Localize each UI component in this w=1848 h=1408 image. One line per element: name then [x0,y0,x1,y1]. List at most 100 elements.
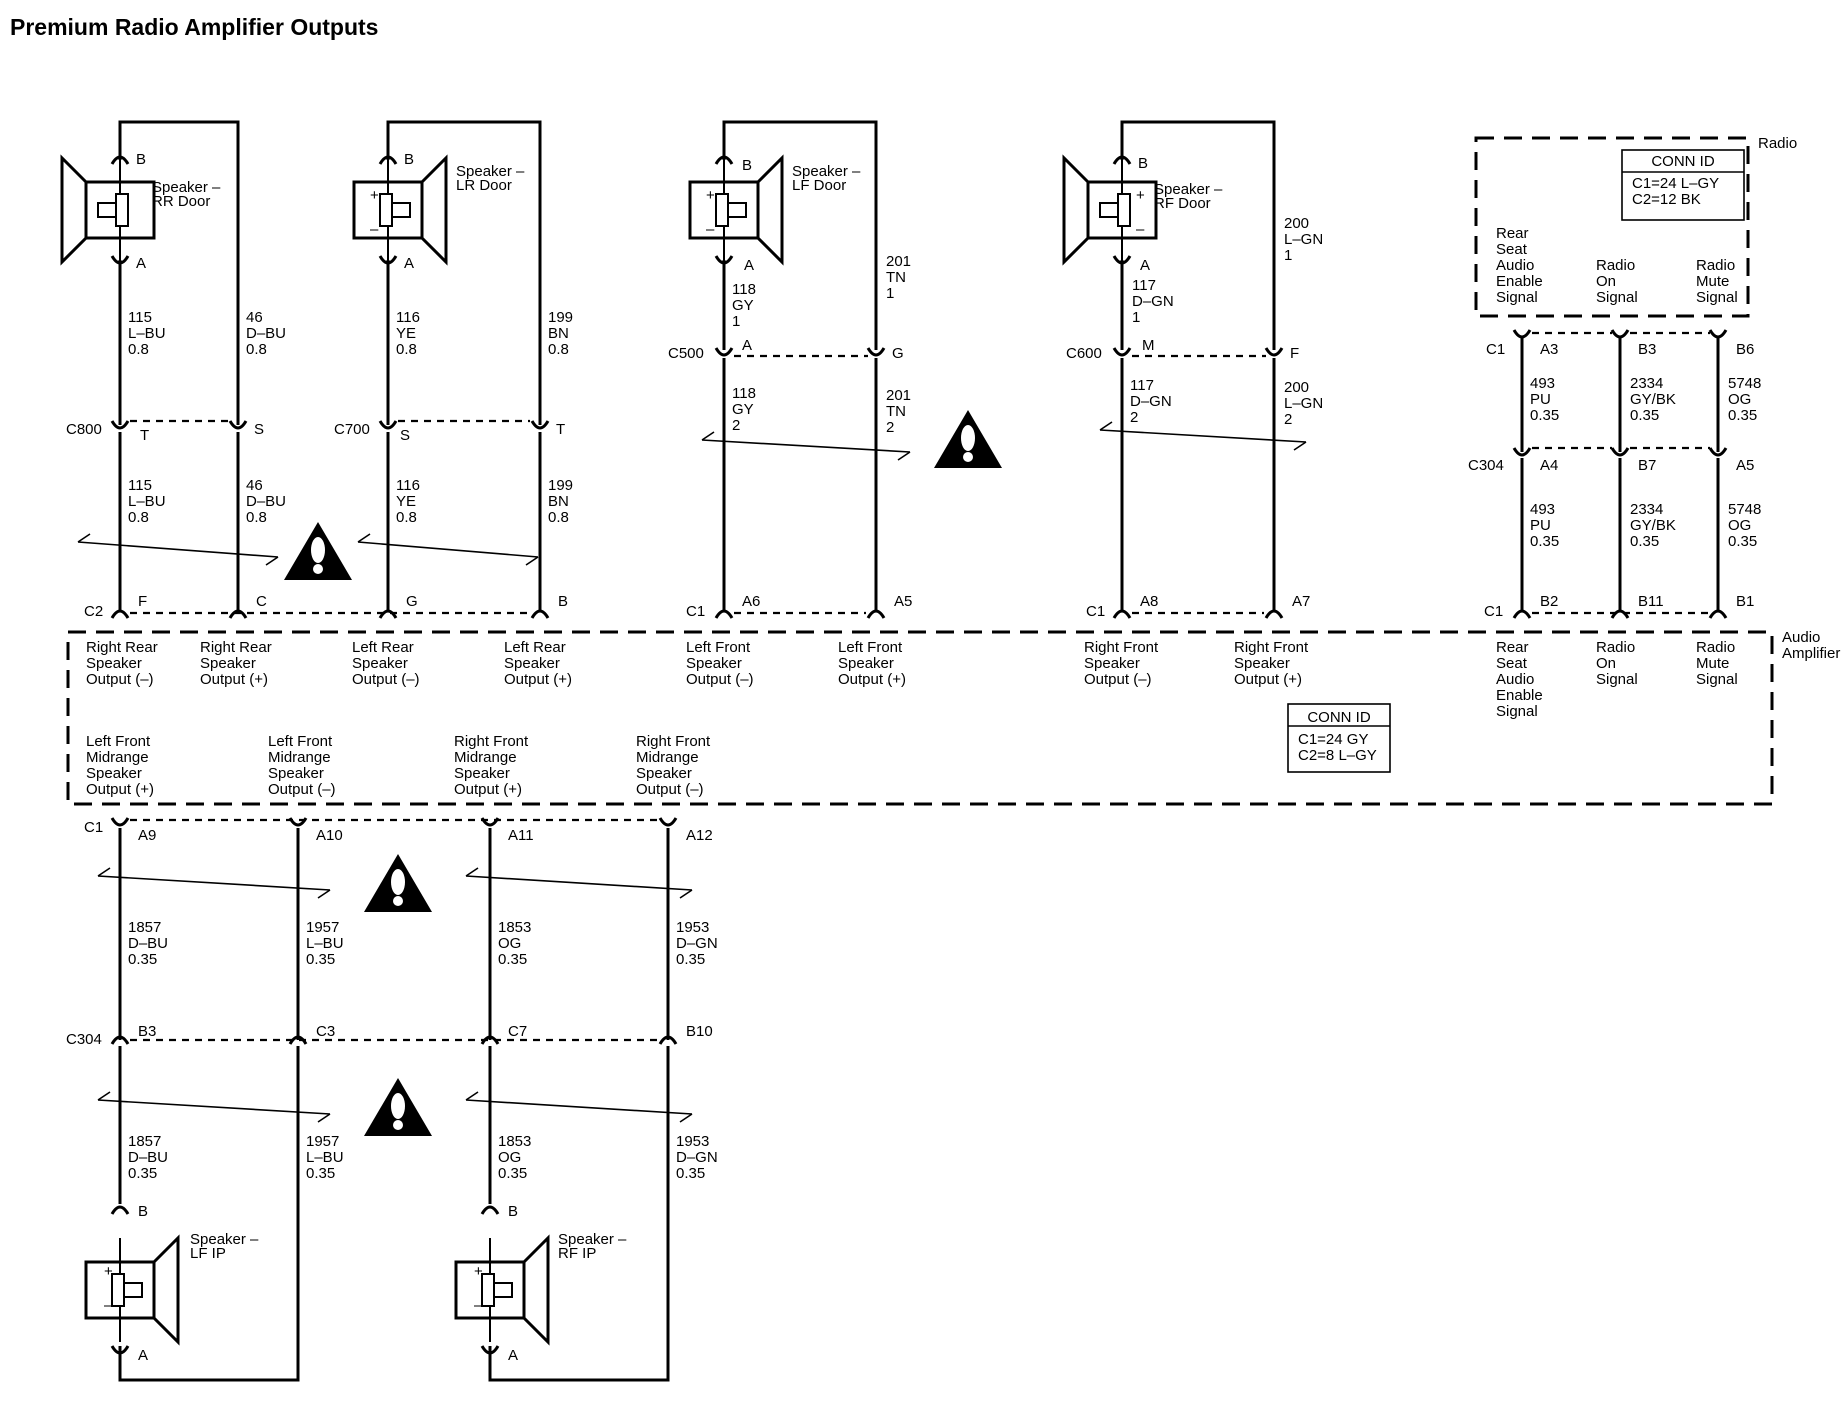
radio-signal-label: On [1596,273,1616,290]
wire-label: 0.35 [1728,407,1757,424]
wire-label: TN [886,403,906,420]
amp-signal-label: Output (–) [268,781,336,798]
connector-terminal [658,817,678,827]
minus-sign: – [370,221,379,238]
amp-signal-label: Speaker [1234,655,1290,672]
speaker-rf-ip-icon [454,1236,550,1344]
amp-signal-label: Output (+) [504,671,572,688]
wire-label: 0.8 [396,341,417,358]
wire-label: 46 [246,477,263,494]
speaker-rr-door-icon [60,156,156,264]
wire-label: GY [732,401,754,418]
wire-label: 0.35 [498,951,527,968]
harness-break-line [1099,429,1307,443]
wire-label: L–GN [1284,231,1323,248]
connector-terminal [714,347,734,357]
pin-label: B11 [1638,593,1664,610]
wire-label: 0.8 [246,509,267,526]
connector-terminal [1512,609,1532,619]
pin-label: A5 [894,593,912,610]
wire-label: BN [548,493,569,510]
connector-terminal [1610,329,1630,339]
wire-label: 46 [246,309,263,326]
connector-name: C500 [668,345,704,362]
wire-label: 493 [1530,375,1555,392]
harness-break-line [465,1099,693,1115]
amp-signal-label: Enable [1496,687,1543,704]
connector-terminal [866,609,886,619]
wire-label: 2 [732,417,740,434]
pin-label: A10 [316,827,343,844]
connector-terminal [110,1345,130,1355]
amp-signal-label: Right Rear [86,639,158,656]
pin-label: F [138,593,147,610]
pin-label: C [256,593,267,610]
wire-label: 1 [886,285,894,302]
conn-id-box [1621,149,1745,221]
pin-label: A11 [508,827,534,844]
radio-signal-label: Signal [1596,289,1638,306]
amp-signal-label: Midrange [454,749,517,766]
wire-label: 115 [128,477,152,494]
wire-label: 0.35 [1530,407,1559,424]
connector-terminal [1708,609,1728,619]
speaker-label: Speaker – [1154,181,1223,198]
amp-signal-label: Speaker [352,655,408,672]
speaker-label: LF Door [792,177,846,194]
wire-label: D–GN [676,1149,718,1166]
terminal-label: A [1140,257,1150,274]
speaker-label: RF Door [1154,195,1211,212]
wire-label: 200 [1284,215,1309,232]
minus-sign: – [706,221,715,238]
wire-label: 0.35 [1728,533,1757,550]
wire-label: 117 [1130,377,1154,394]
harness-break-line [1099,421,1113,431]
pin-label: A9 [138,827,156,844]
harness-break-line [897,451,911,461]
amp-signal-label: Output (+) [1234,671,1302,688]
speaker-label: Speaker – [456,163,525,180]
wire-label: D–BU [246,325,286,342]
harness-break-line [1293,441,1307,451]
wire-label: D–BU [246,493,286,510]
wire-label: 0.35 [1630,533,1659,550]
wire-label: 1857 [128,1133,161,1150]
connector-name: C600 [1066,345,1102,362]
connector-terminal [110,420,130,430]
amp-signal-label: Output (–) [686,671,754,688]
connector-terminal [1264,609,1284,619]
conn-id-box-amp [1287,703,1391,773]
harness-break-line [465,867,479,877]
wire-label: 1 [732,313,740,330]
connector-terminal [714,609,734,619]
wire-label: 115 [128,309,152,326]
amp-signal-label: Seat [1496,655,1528,672]
speaker-label: RF IP [558,1245,596,1262]
wire-label: 0.35 [306,1165,335,1182]
amp-signal-label: Radio [1696,639,1735,656]
wire-label: D–GN [1132,293,1174,310]
wire-label: 0.8 [548,509,569,526]
amp-signal-label: Right Front [454,733,529,750]
pin-label: M [1142,337,1155,354]
warning-icon [364,854,432,912]
wire [722,120,878,350]
amp-signal-label: Midrange [636,749,699,766]
amp-signal-label: Right Front [1084,639,1159,656]
amp-signal-label: Signal [1696,671,1738,688]
connector-terminal [378,420,398,430]
amp-signal-label: Midrange [86,749,149,766]
amp-signal-label: Midrange [268,749,331,766]
wire-label: YE [396,325,416,342]
connector-terminal [110,1205,130,1215]
amp-signal-label: Left Front [686,639,751,656]
module-name-amplifier: Amplifier [1782,645,1840,662]
connector-terminal [480,1345,500,1355]
amp-signal-label: Right Front [1234,639,1309,656]
connector-terminal [228,609,248,619]
harness-break-line [525,556,539,566]
wire [118,1046,300,1382]
wire-label: L–BU [128,325,166,342]
amp-signal-label: Speaker [86,655,142,672]
connector-name: C800 [66,421,102,438]
